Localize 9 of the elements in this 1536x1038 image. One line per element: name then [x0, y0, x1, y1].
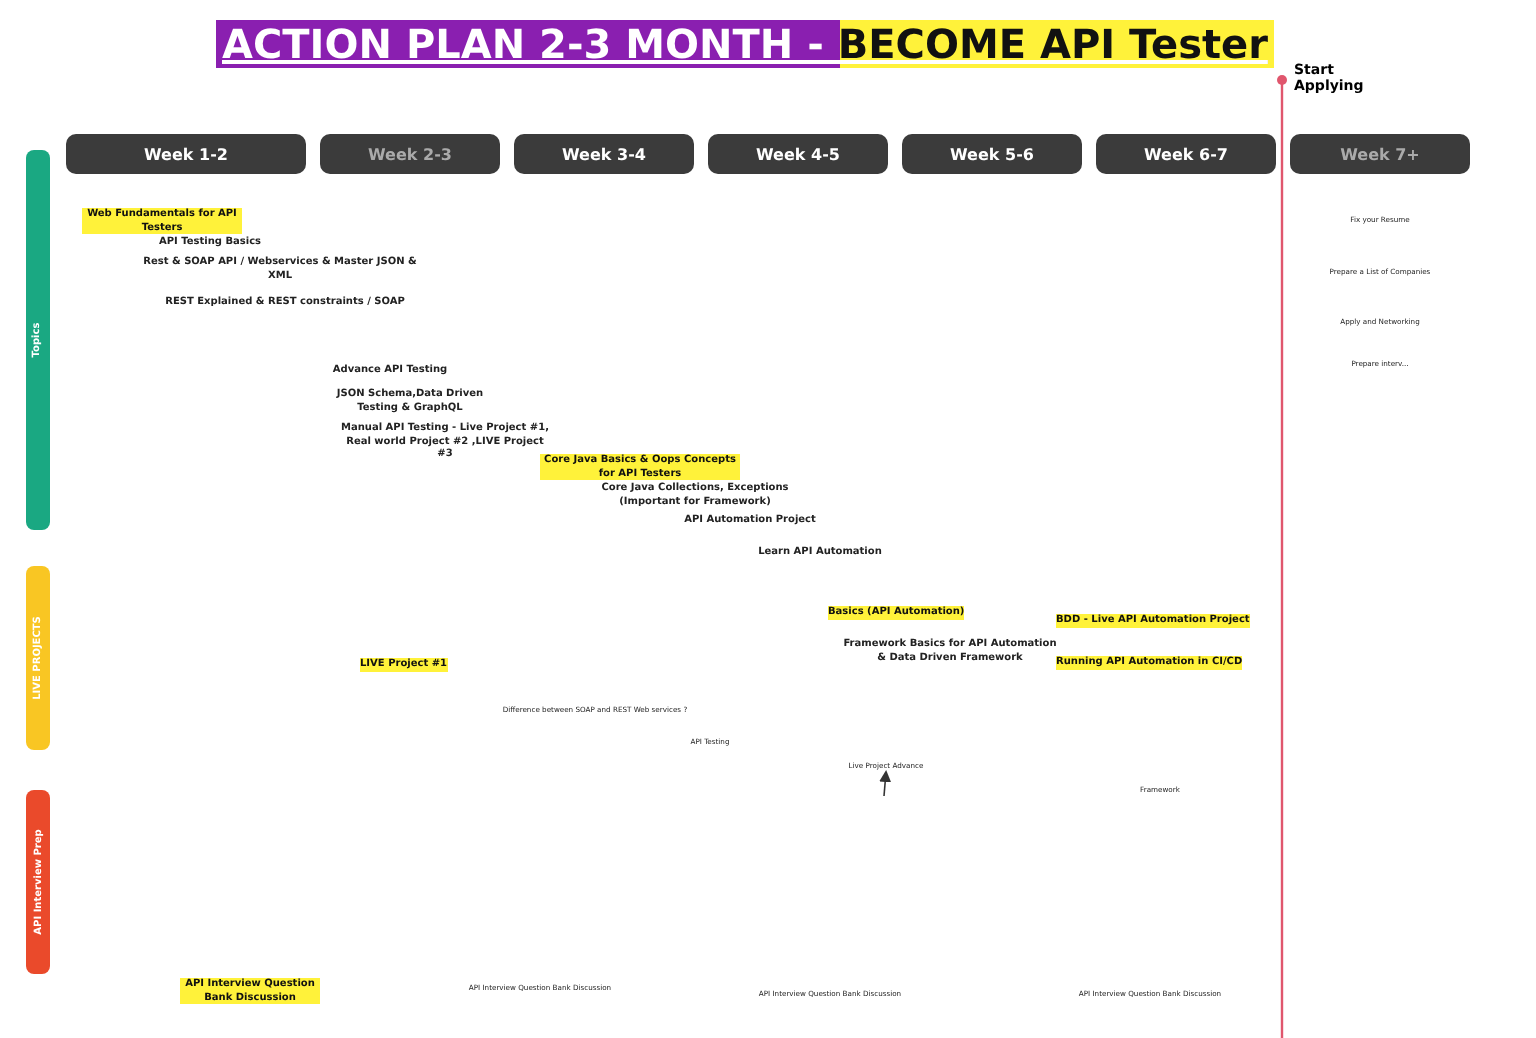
week-header: Week 7+: [1290, 134, 1470, 174]
week-header: Week 1-2: [66, 134, 306, 174]
week-header: Week 4-5: [708, 134, 888, 174]
title: ACTION PLAN 2-3 MONTH - BECOME API Tester: [216, 20, 1274, 68]
week-header: Week 6-7: [1096, 134, 1276, 174]
week-header: Week 3-4: [514, 134, 694, 174]
arrow: [879, 770, 892, 797]
week-header: Week 5-6: [902, 134, 1082, 174]
week-header: Week 2-3: [320, 134, 500, 174]
